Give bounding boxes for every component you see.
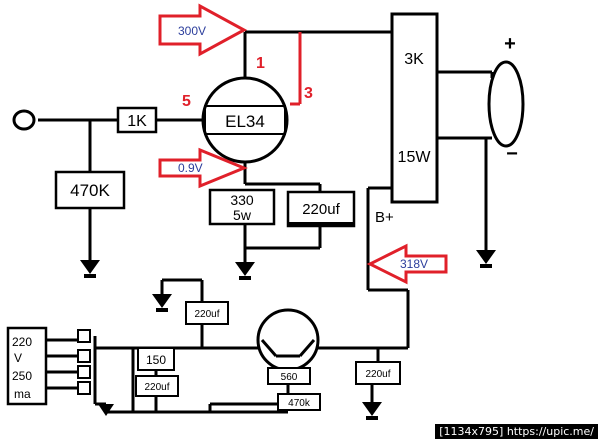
el34-tube-body: [204, 105, 286, 135]
resistor-330-label: 330: [230, 192, 254, 208]
capacitor-psu-left-label: 220uf: [144, 382, 169, 393]
resistor-470k-psu: [277, 393, 321, 411]
el34-tube-icon: [201, 76, 289, 164]
speaker-plus-label: +: [504, 33, 516, 55]
ground-icon-base: [366, 416, 378, 420]
resistor-470k: [54, 170, 126, 210]
capacitor-220uf-label: 220uf: [302, 201, 340, 218]
ground-symbols: [80, 250, 496, 420]
supply-current-label: 250: [12, 369, 32, 383]
output-transformer: [390, 12, 439, 204]
transformer-impedance-label: 3K: [404, 51, 424, 68]
ground-icon: [98, 404, 114, 416]
diode-icon: [77, 365, 91, 379]
capacitor-polarity-bar: [288, 222, 354, 226]
capacitor-psu-left: [135, 375, 179, 397]
resistor-150: [137, 347, 175, 371]
supply-voltage-unit: V: [14, 351, 22, 365]
input-jack-icon: [12, 109, 36, 131]
ground-icon-base: [480, 264, 492, 268]
speaker-minus-label: −: [506, 143, 518, 165]
bplus-voltage-arrow-icon: [366, 243, 448, 285]
transistor-emitter-lead: [298, 339, 316, 357]
diode-icon: [77, 381, 91, 395]
ground-icon-base: [239, 276, 251, 280]
watermark: [1134x795] https://upic.me/: [435, 424, 598, 439]
pin-3-label: 3: [304, 85, 313, 102]
ground-icon: [80, 260, 100, 274]
capacitor-psu-top: [185, 301, 229, 325]
resistor-1k-label: 1K: [127, 113, 147, 130]
ground-icon-base: [84, 274, 96, 278]
capacitor-psu-right: [355, 361, 401, 385]
bplus-voltage-label: 318V: [400, 257, 428, 271]
plate-voltage-label: 300V: [178, 24, 206, 38]
ground-icon: [152, 294, 172, 308]
ground-icon-base: [156, 308, 168, 312]
resistor-470k-psu-label: 470k: [288, 398, 311, 409]
transistor-icon: [256, 308, 320, 372]
ground-icon: [362, 402, 382, 416]
ground-icon: [235, 262, 255, 276]
cathode-voltage-arrow-icon: [158, 147, 248, 189]
pin-1-label: 1: [256, 55, 265, 72]
supply-voltage-label: 220: [12, 335, 32, 349]
resistor-150-label: 150: [146, 353, 166, 367]
resistor-330-power-label: 5w: [233, 207, 252, 223]
speaker-icon: [487, 60, 525, 148]
resistor-560-label: 560: [281, 372, 298, 383]
resistor-1k: [116, 106, 158, 134]
tube-label: EL34: [225, 112, 265, 131]
capacitor-psu-top-label: 220uf: [194, 309, 219, 320]
transformer-power-label: 15W: [398, 149, 432, 166]
plate-voltage-arrow-icon: [158, 3, 248, 57]
bplus-label: B+: [375, 209, 394, 226]
capacitor-220uf: [286, 190, 356, 228]
pin-5-label: 5: [182, 93, 191, 110]
capacitor-psu-right-label: 220uf: [365, 369, 390, 380]
rectifier-diodes: [77, 329, 91, 395]
supply-current-unit: ma: [14, 387, 31, 401]
resistor-560: [267, 367, 311, 385]
transistor-base-lead: [260, 339, 278, 357]
wires: [38, 30, 494, 414]
resistor-330: [208, 188, 276, 226]
ground-icon: [476, 250, 496, 264]
diode-icon: [77, 349, 91, 363]
cathode-voltage-label: 0.9V: [178, 161, 203, 175]
mains-transformer: [6, 326, 48, 406]
diode-icon: [77, 329, 91, 343]
resistor-470k-label: 470K: [70, 181, 110, 200]
